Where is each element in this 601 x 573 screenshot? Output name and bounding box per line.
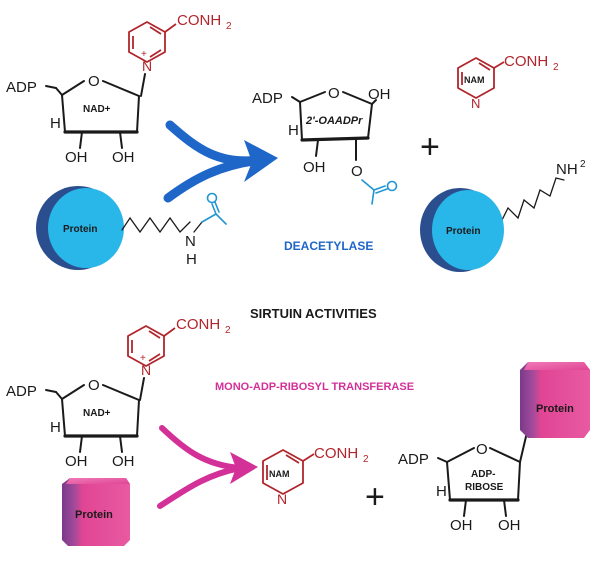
top-acetyl-protein: Protein N H [36,186,227,270]
top-nad-plus: + [141,49,147,60]
bottom-nad-pyridine-n: N [141,362,151,378]
top-nad-adp: ADP [6,79,37,96]
oaadpr-label: 2'-OAADPr [305,115,363,127]
top-nad-ribose [55,80,140,134]
top-nad-pyridine-n: N [142,58,152,74]
top-nad-oh-right: OH [112,149,135,166]
bottom-nam-conh: CONH [314,445,358,462]
top-nam-conh-sub: 2 [553,62,559,73]
transferase-label: MONO-ADP-RIBOSYL TRANSFERASE [215,381,414,393]
bottom-nad-conh-sub: 2 [225,325,231,336]
bottom-plus: + [365,478,385,516]
top-nam-n: N [471,96,480,111]
oaadpr-h: H [288,122,299,139]
adpribose-oh-left: OH [450,517,473,534]
sirtuin-activities-title: SIRTUIN ACTIVITIES [250,306,377,321]
top-nad-h: H [50,115,61,132]
top-nad-oh-left: OH [65,149,88,166]
adpribose-label-2: RIBOSE [465,482,504,493]
bottom-nad-ring-o: O [88,377,100,394]
bottom-nam-n: N [277,491,287,507]
top-product-protein: NH 2 Protein [420,159,586,272]
top-nad-pyridinium-ring [128,21,177,63]
transferase-arrow [157,425,258,509]
bottom-protein-label: Protein [75,509,113,521]
bottom-nad-oh-left: OH [65,453,88,470]
adpribose-oh-right: OH [498,517,521,534]
adpribose-h: H [436,483,447,500]
oaadpr-oh-bottom: OH [303,159,326,176]
deacetylase-label: DEACETYLASE [284,239,373,253]
bottom-nad-molecule: CONH 2 N + O ADP NAD+ H OH OH [6,316,231,470]
top-oaadpr-product: ADP O OH 2'-OAADPr H OH O [252,85,398,205]
top-nad-label: NAD+ [83,104,111,115]
oaadpr-ring-o: O [328,85,340,102]
deacetylase-arrow [163,120,278,203]
oaadpr-oh-top: OH [368,86,391,103]
bottom-product-protein-label: Protein [536,403,574,415]
bottom-nad-oh-right: OH [112,453,135,470]
top-nad-molecule: CONH 2 N + O ADP NAD+ H OH OH [6,12,232,166]
bottom-nad-h: H [50,419,61,436]
top-amide-h: H [186,251,197,268]
top-nad-conh: CONH [177,12,221,29]
top-plus: + [420,128,440,166]
bottom-nam-molecule: NAM N CONH 2 [262,445,369,507]
oaadpr-adp: ADP [252,90,283,107]
top-product-protein-label: Protein [446,226,480,237]
top-nad-ring-o: O [88,73,100,90]
top-nad-conh-sub: 2 [226,21,232,32]
bottom-nam-label: NAM [269,469,290,479]
bottom-protein: Protein [62,478,130,546]
bottom-nad-label: NAD+ [83,408,111,419]
top-amide-n: N [185,233,196,250]
top-nam-molecule: NAM N CONH 2 [457,53,559,111]
lysine-nh: NH [556,161,578,178]
adpribose-adp: ADP [398,451,429,468]
bottom-nad-adp: ADP [6,383,37,400]
adpribose-ring-o: O [476,441,488,458]
adp-ribosylated-product: ADP O ADP- RIBOSE H OH OH Protein [398,362,590,534]
bottom-product-protein: Protein [520,362,590,438]
top-nam-conh: CONH [504,53,548,70]
oaadpr-acetyl-group [361,179,398,205]
top-nam-label: NAM [464,75,485,85]
top-acetyl-group [201,192,227,225]
bottom-nad-plus: + [140,353,146,364]
bottom-nad-conh: CONH [176,316,220,333]
adpribose-label-1: ADP- [471,469,495,480]
oaadpr-ester-o: O [351,163,363,180]
lysine-nh-sub: 2 [580,159,586,170]
bottom-nam-conh-sub: 2 [363,454,369,465]
top-protein-label: Protein [63,224,97,235]
